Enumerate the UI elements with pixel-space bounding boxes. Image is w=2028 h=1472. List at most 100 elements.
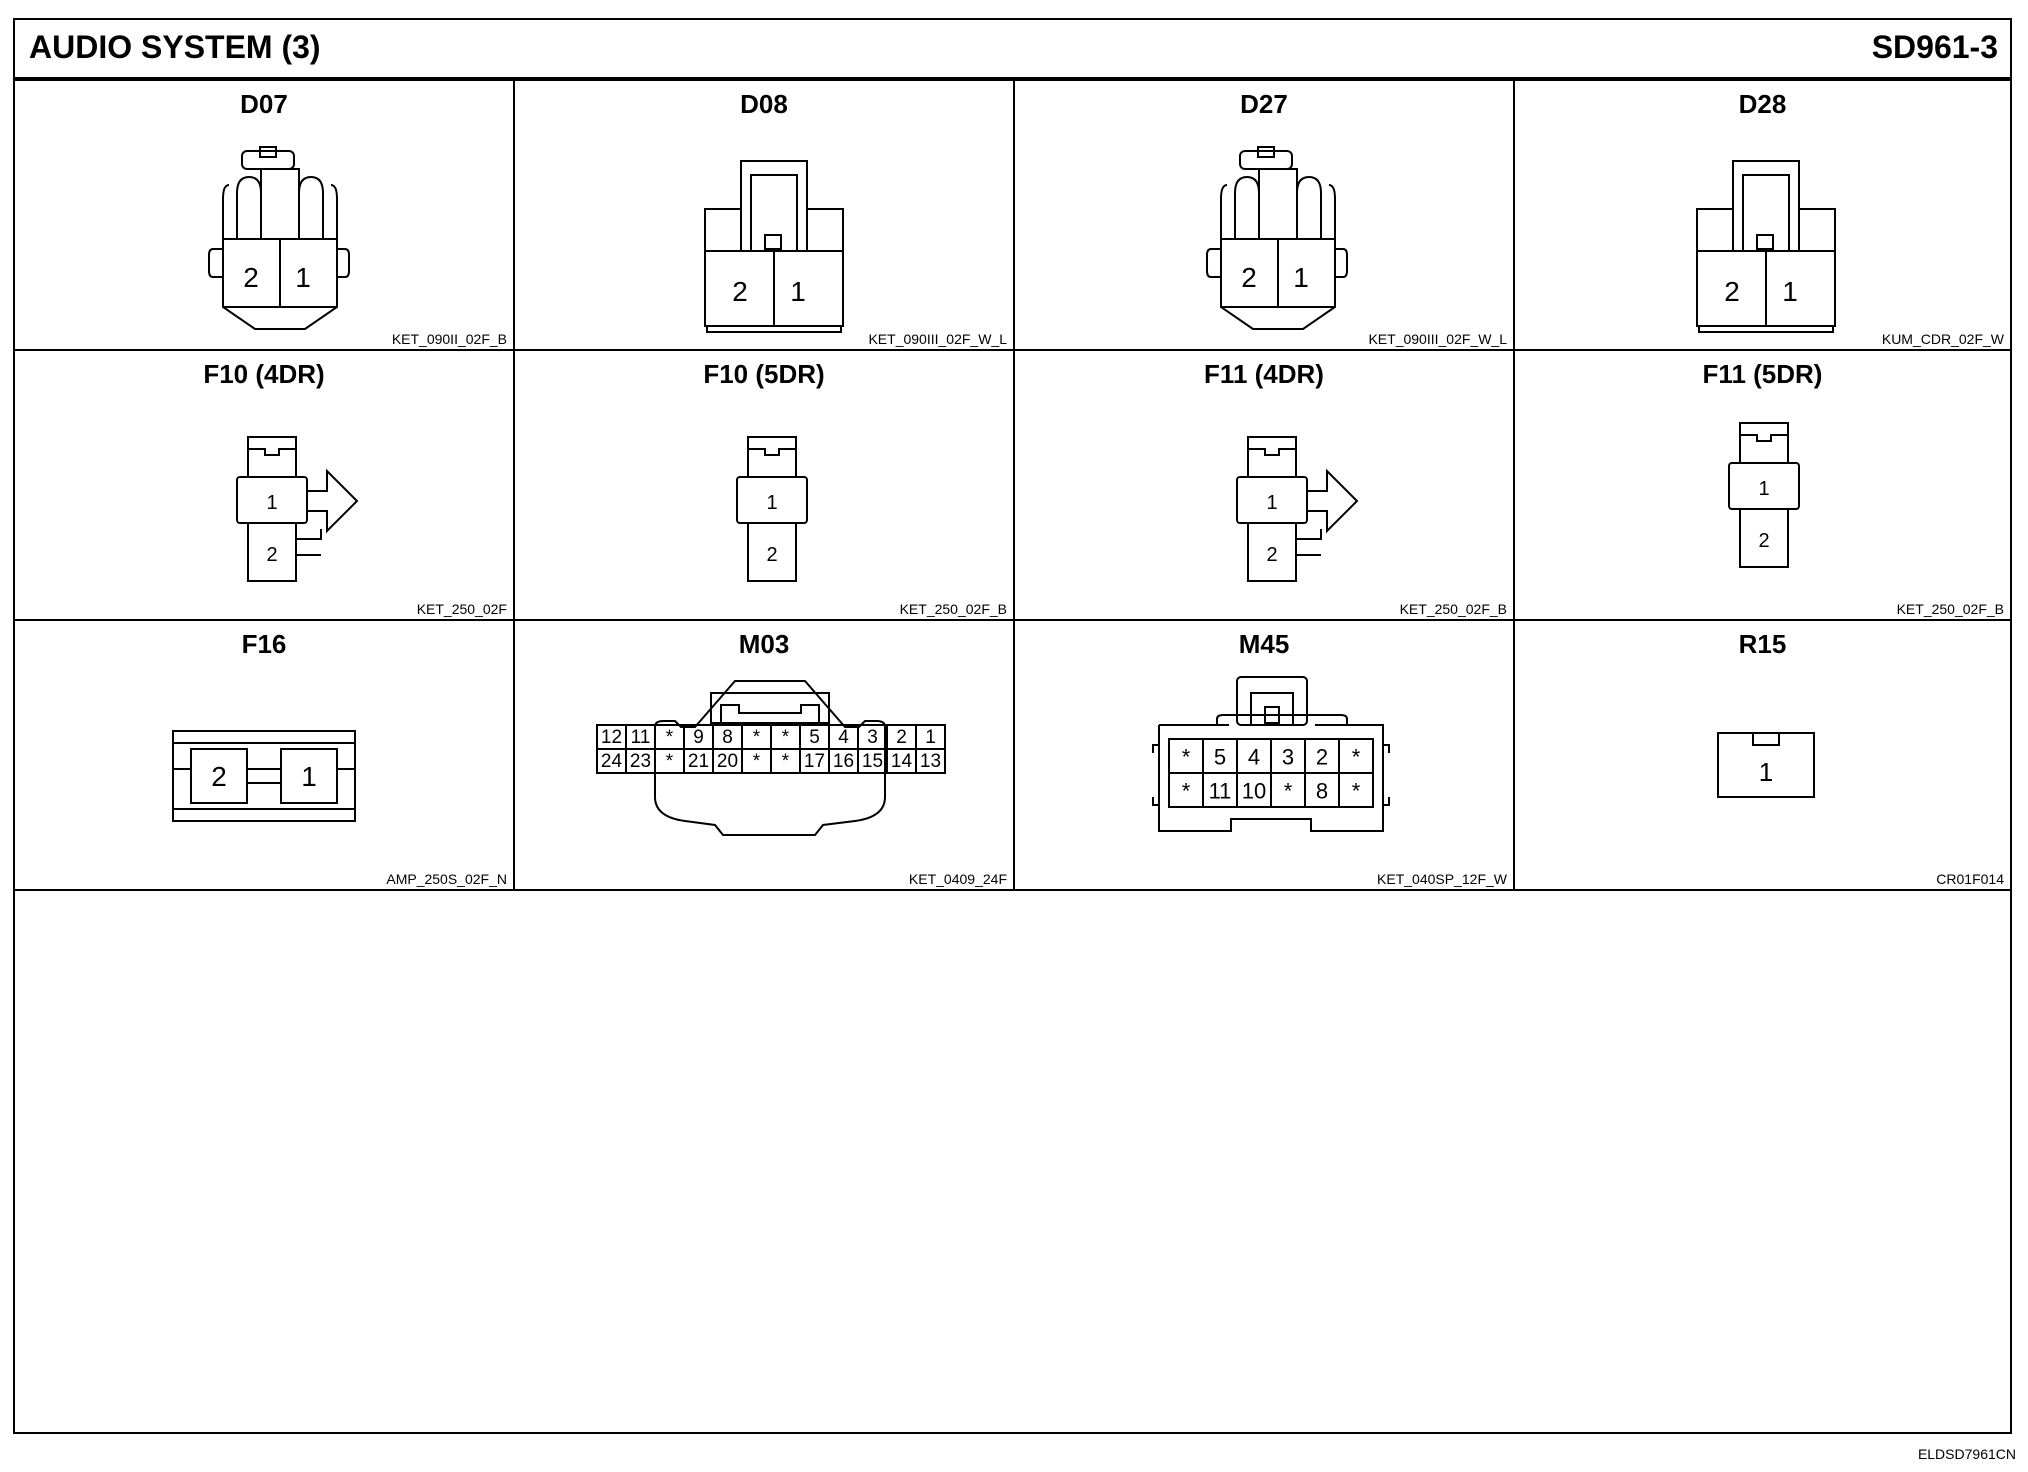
side-lug-right <box>337 248 350 278</box>
pin-label: 1 <box>295 262 311 293</box>
connector-cell-d07: D07 2 1 KET_090II_02F_B <box>15 81 515 351</box>
connector-cap <box>247 436 297 478</box>
arrow-icon <box>1307 468 1359 534</box>
connector-part-number: CR01F014 <box>1936 871 2004 887</box>
latch-tab <box>241 150 295 170</box>
pin-label: 16 <box>833 751 854 772</box>
connector-name: D27 <box>1240 89 1288 119</box>
rib-left <box>236 175 262 239</box>
rib-right <box>298 175 324 239</box>
connector-d27-drawing: 2 1 <box>1206 146 1348 330</box>
side-lug-left <box>1206 248 1221 278</box>
pin-label: 2 <box>211 761 227 792</box>
connector-part-number: KET_090III_02F_W_L <box>868 331 1007 347</box>
cap-notch <box>248 448 296 456</box>
connector-name: F10 (4DR) <box>203 359 325 389</box>
connector-name: M03 <box>738 629 790 659</box>
pin-label: 17 <box>804 751 825 772</box>
pin-block <box>190 748 248 804</box>
header-bar: AUDIO SYSTEM (3) SD961-3 <box>15 20 2010 81</box>
pin-2-block <box>1247 522 1297 582</box>
connector-d28-drawing: 2 1 <box>1696 160 1836 333</box>
pin-label: 8 <box>1316 779 1328 804</box>
pin-label: * <box>1352 745 1361 770</box>
latch-key <box>1257 146 1275 158</box>
sheet-code: SD961-3 <box>1871 29 1998 65</box>
latch-key <box>764 234 782 250</box>
connector-name: M45 <box>1238 629 1290 659</box>
pin-label: 2 <box>1724 276 1740 307</box>
connector-cell-d27: D27 2 1 KET_090III_02F_W_L <box>1015 81 1515 351</box>
pin-label: 2 <box>243 262 259 293</box>
pin-label: 2 <box>1266 544 1277 566</box>
pin-label: 1 <box>1782 276 1798 307</box>
connector-name: F10 (5DR) <box>703 359 825 389</box>
pin-label: 10 <box>1242 779 1266 804</box>
pin-label: 2 <box>896 727 907 748</box>
pin-label: 9 <box>693 727 704 748</box>
housing-shoulder <box>1216 714 1348 725</box>
connector-cell-d28: D28 2 1 KUM_CDR_02F_W <box>1515 81 2010 351</box>
housing-base <box>706 325 842 333</box>
connector-part-number: KET_250_02F_B <box>899 601 1007 617</box>
connector-f11-5dr-drawing: 1 2 <box>1728 422 1800 568</box>
pin-label: 20 <box>717 751 738 772</box>
arrow-lower <box>296 529 322 556</box>
pin-label: 2 <box>1316 745 1328 770</box>
housing-top <box>654 680 886 771</box>
pin-label: 3 <box>867 727 878 748</box>
connector-cap <box>1247 436 1297 478</box>
connector-grid: D07 2 1 KET_090II_02F_B D08 <box>15 81 2010 891</box>
connector-part-number: KET_090III_02F_W_L <box>1368 331 1507 347</box>
arrow-icon <box>307 468 359 534</box>
connector-part-number: AMP_250S_02F_N <box>386 871 507 887</box>
connector-part-number: KET_250_02F <box>416 601 507 617</box>
connector-cap <box>747 436 797 478</box>
pin-block <box>280 748 338 804</box>
pin-label: 2 <box>1758 530 1769 552</box>
side-lug-left <box>208 248 223 278</box>
connector-part-number: KET_0409_24F <box>908 871 1007 887</box>
connector-f16-drawing: 2 1 <box>172 730 356 822</box>
connector-cap <box>1739 422 1789 464</box>
pin-label: 2 <box>1241 262 1257 293</box>
outer-ribs <box>222 184 338 239</box>
pin-2-block <box>1739 508 1789 568</box>
pin-label: 1 <box>766 492 777 514</box>
pin-label: * <box>666 751 674 772</box>
pin-label: 5 <box>809 727 820 748</box>
pin-2-block <box>247 522 297 582</box>
pin-label: 1 <box>266 492 277 514</box>
cap-notch <box>748 448 796 456</box>
latch-frame <box>710 692 830 724</box>
latch-tab <box>1239 150 1293 170</box>
pin-label: 1 <box>1266 492 1277 514</box>
pin-label: 11 <box>1209 779 1232 804</box>
connector-cell-r15: R15 1 CR01F014 <box>1515 621 2010 891</box>
page-title: AUDIO SYSTEM (3) <box>29 29 321 65</box>
connector-r15-drawing: 1 <box>1717 732 1815 798</box>
rib-left <box>1234 175 1260 239</box>
latch-body <box>260 168 300 240</box>
pin-label: * <box>1182 745 1191 770</box>
pin-label: * <box>666 727 674 748</box>
connector-part-number: KET_090II_02F_B <box>391 331 507 347</box>
pin-label: * <box>753 727 761 748</box>
housing-bottom <box>654 771 886 836</box>
pin-label: 4 <box>838 727 849 748</box>
side-lug-right <box>1335 248 1348 278</box>
latch-key <box>1752 732 1780 746</box>
pin-label: 11 <box>631 727 651 748</box>
connector-d07-drawing: 2 1 <box>208 146 350 330</box>
pin-label: 21 <box>688 751 709 772</box>
pin-label: 1 <box>1758 478 1769 500</box>
pin-label: 1 <box>1293 262 1309 293</box>
connector-name: R15 <box>1738 629 1787 659</box>
pin-label: * <box>782 751 790 772</box>
pin-label: 5 <box>1214 745 1226 770</box>
